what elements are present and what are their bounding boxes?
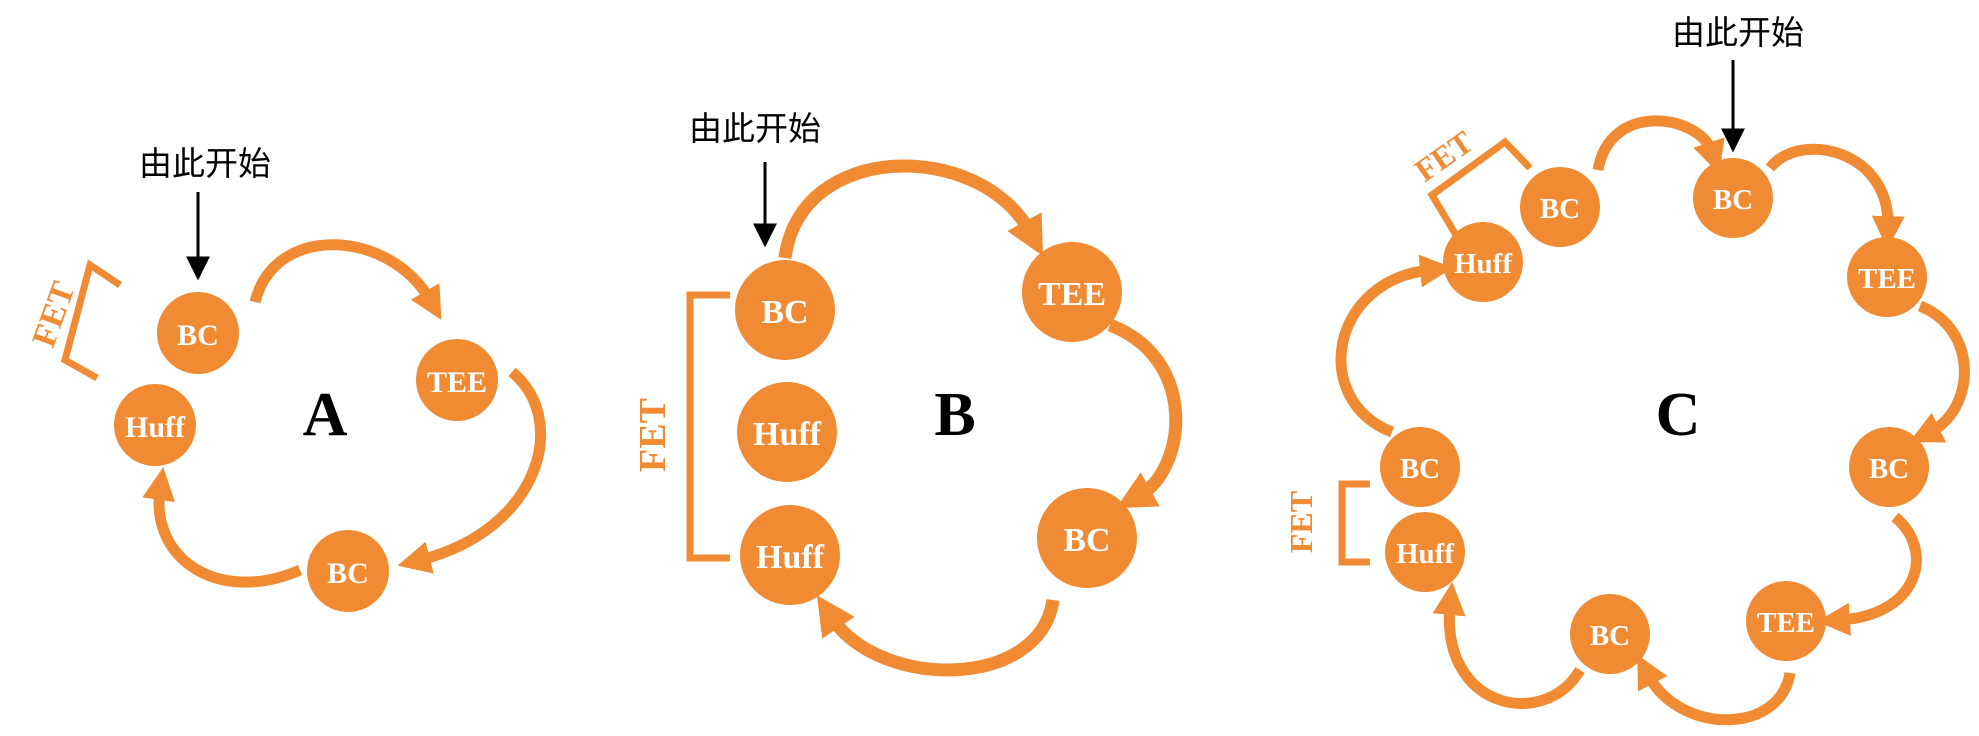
svg-text:BC: BC	[1540, 193, 1580, 225]
cycle-arrow	[1637, 654, 1796, 726]
cycle-arrow	[142, 467, 303, 588]
node-huff: Huff	[1443, 222, 1523, 302]
svg-text:TEE: TEE	[1858, 263, 1916, 295]
fet-bracket	[1338, 480, 1370, 566]
node-tee: TEE	[1022, 242, 1122, 342]
cycle-arrow	[249, 239, 442, 321]
fet-bracket	[686, 291, 730, 562]
node-bc: BC	[307, 530, 389, 612]
fet-label: FET	[632, 398, 674, 472]
fet-bracket	[60, 259, 122, 382]
cycle-arrow	[816, 595, 1060, 677]
svg-text:BC: BC	[177, 319, 219, 352]
node-bc: BC	[1849, 427, 1929, 507]
svg-text:Huff: Huff	[753, 416, 822, 453]
node-huff: Huff	[740, 505, 840, 605]
panel-c: FET FET 由此开始 BC Huff BC Huff BC TEE	[1283, 13, 1970, 726]
cycle-arrow	[778, 159, 1044, 259]
node-bc: BC	[157, 292, 239, 374]
panel-label: A	[303, 381, 348, 449]
fet-label: FET	[1283, 491, 1319, 553]
cycle-arrow	[1107, 318, 1183, 509]
svg-text:Huff: Huff	[125, 411, 186, 444]
cycle-arrow	[397, 367, 547, 574]
panel-label: C	[1656, 381, 1701, 449]
node-huff: Huff	[114, 384, 196, 466]
svg-text:TEE: TEE	[427, 366, 487, 399]
svg-text:BC: BC	[327, 557, 369, 590]
panel-label: B	[934, 381, 975, 449]
fet-label: FET	[1408, 123, 1480, 188]
svg-text:BC: BC	[1869, 453, 1909, 485]
svg-text:BC: BC	[761, 294, 808, 331]
svg-text:BC: BC	[1400, 453, 1440, 485]
node-bc: BC	[1520, 167, 1600, 247]
node-bc: BC	[1570, 594, 1650, 674]
start-marker-label: 由此开始	[139, 144, 271, 183]
node-bc: BC	[1037, 488, 1137, 588]
svg-text:Huff: Huff	[1454, 248, 1512, 280]
svg-text:TEE: TEE	[1757, 607, 1815, 639]
svg-text:BC: BC	[1063, 522, 1110, 559]
start-marker-label: 由此开始	[689, 109, 821, 148]
node-tee: TEE	[1847, 237, 1927, 317]
node-tee: TEE	[416, 339, 498, 421]
node-bc: BC	[1693, 158, 1773, 238]
svg-text:Huff: Huff	[1396, 538, 1454, 570]
svg-text:BC: BC	[1713, 184, 1753, 216]
node-bc: BC	[735, 260, 835, 360]
fet-bracket	[1427, 137, 1533, 237]
svg-text:BC: BC	[1590, 620, 1630, 652]
svg-text:Huff: Huff	[756, 539, 825, 576]
cycle-arrow	[1335, 254, 1453, 438]
node-huff: Huff	[737, 382, 837, 482]
node-tee: TEE	[1746, 581, 1826, 661]
panel-b: FET 由此开始 BC Huff Huff BC TEE B	[632, 109, 1183, 677]
cycle-arrow	[1592, 115, 1725, 174]
start-marker-label: 由此开始	[1672, 13, 1804, 52]
cycle-arrow	[1765, 143, 1905, 250]
cycle-arrow	[1909, 300, 1970, 443]
cycle-arrow	[1432, 582, 1585, 709]
panel-a: FET 由此开始 BC Huff BC TEE A	[25, 144, 547, 612]
node-bc: BC	[1380, 427, 1460, 507]
svg-text:TEE: TEE	[1038, 276, 1106, 313]
node-huff: Huff	[1385, 512, 1465, 592]
cycle-arrow	[1816, 512, 1922, 636]
